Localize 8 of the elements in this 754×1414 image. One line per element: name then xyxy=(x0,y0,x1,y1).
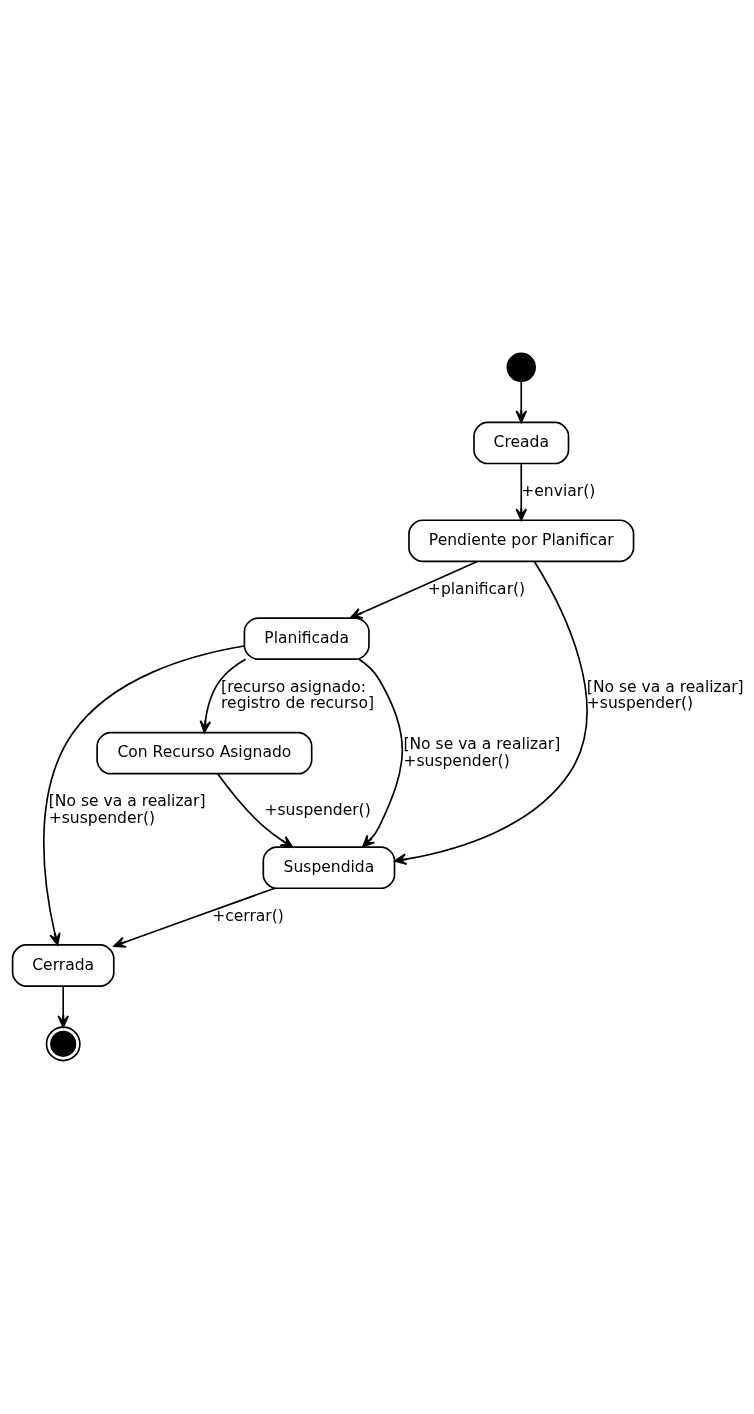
edge-label: +suspender() xyxy=(264,800,371,819)
edge-label: +enviar() xyxy=(521,481,596,500)
edge-label: [No se va a realizar] +suspender() xyxy=(403,734,561,770)
edge-label: [No se va a realizar] +suspender() xyxy=(586,677,744,713)
edge-label: +cerrar() xyxy=(212,906,284,925)
edge-label: [recurso asignado: registro de recurso] xyxy=(221,677,375,713)
edge-label: [No se va a realizar] +suspender() xyxy=(48,792,206,827)
edge-label: +planificar() xyxy=(427,579,526,598)
